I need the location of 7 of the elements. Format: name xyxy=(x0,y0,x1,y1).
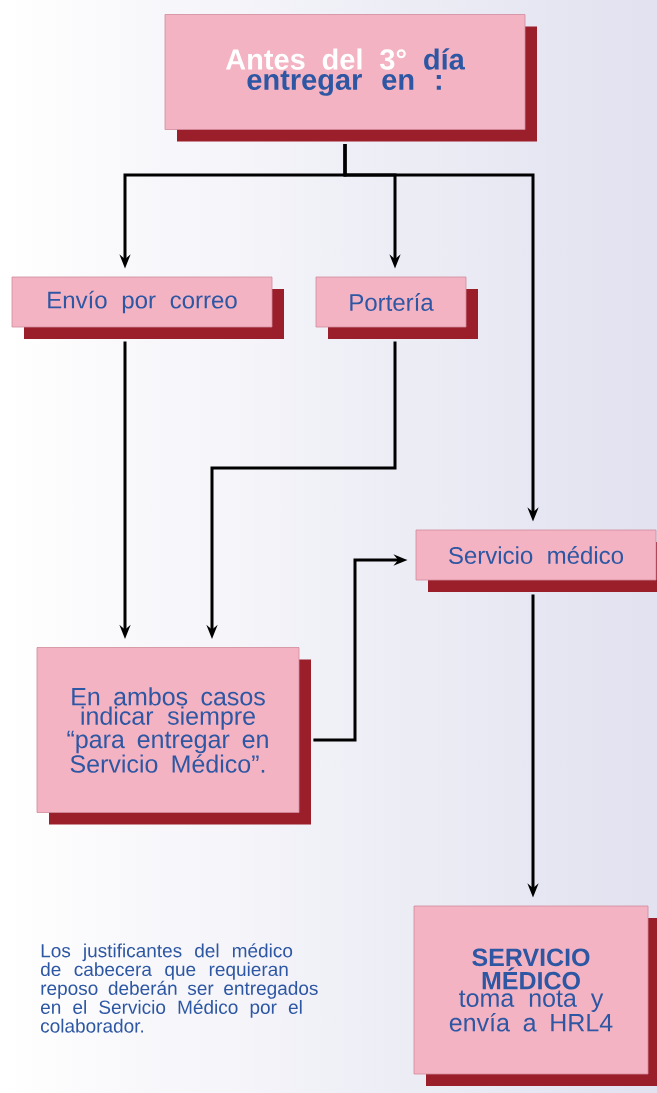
process-box: Portería xyxy=(315,276,478,339)
process-box: Envío por correo xyxy=(11,276,284,339)
process-box: SERVICIO MÉDICO toma nota y envía a HRL4 xyxy=(413,905,657,1086)
process-box: Antes del 3° día entregar en : xyxy=(164,14,537,142)
process-box: Servicio médico xyxy=(415,529,657,592)
note-text: Los justificantes del médico de cabecera que requieran reposo deberán ser entregados en el Servicio Médico por el colaborador. xyxy=(41,943,318,1033)
process-box: En ambos casos indicar siempre “para entregar en Servicio Médico”. xyxy=(36,647,311,825)
